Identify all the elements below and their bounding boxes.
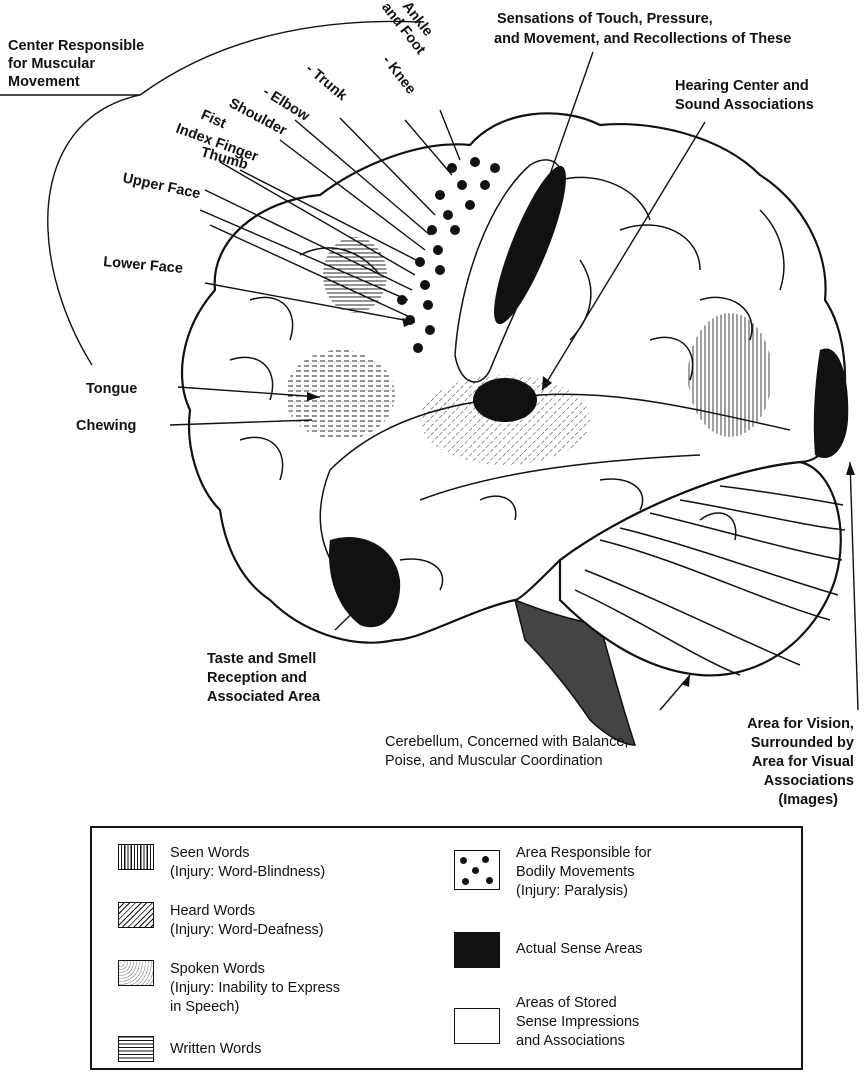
label-lower-face: Lower Face bbox=[103, 254, 184, 277]
legend-heard-words: Heard Words (Injury: Word-Deafness) bbox=[118, 902, 324, 940]
label-hearing: Hearing Center and Sound Associations bbox=[675, 78, 814, 113]
legend-heard-text: Heard Words (Injury: Word-Deafness) bbox=[170, 902, 324, 940]
legend-bodily-movements: Area Responsible for Bodily Movements (I… bbox=[454, 844, 651, 901]
hearing-sense-area bbox=[473, 378, 537, 422]
legend-seen-text: Seen Words (Injury: Word-Blindness) bbox=[170, 844, 325, 882]
written-words-swatch bbox=[118, 1036, 154, 1062]
heard-words-swatch bbox=[118, 902, 154, 928]
label-upper-face: Upper Face bbox=[121, 170, 202, 202]
label-cerebellum: Cerebellum, Concerned with Balance, Pois… bbox=[385, 734, 632, 769]
label-taste: Taste and Smell Reception and Associated… bbox=[207, 651, 321, 705]
legend-spoken-text: Spoken Words (Injury: Inability to Expre… bbox=[170, 960, 340, 1017]
label-ankle-foot: Ankle and Foot bbox=[378, 0, 442, 58]
legend-written-words: Written Words bbox=[118, 1036, 261, 1062]
legend-box: Seen Words (Injury: Word-Blindness) Hear… bbox=[90, 826, 803, 1070]
legend-bodily-text: Area Responsible for Bodily Movements (I… bbox=[516, 844, 651, 901]
actual-sense-swatch bbox=[454, 932, 500, 968]
spoken-words-swatch bbox=[118, 960, 154, 986]
seen-words-swatch bbox=[118, 844, 154, 870]
brain-diagram: Center Responsible for Muscular Movement… bbox=[0, 0, 864, 820]
legend-stored-impressions: Areas of Stored Sense Impressions and As… bbox=[454, 994, 639, 1051]
label-trunk: - Trunk bbox=[302, 61, 350, 105]
label-touch: Sensations of Touch, Pressure, and Movem… bbox=[494, 11, 791, 47]
label-tongue: Tongue bbox=[86, 381, 137, 397]
label-muscular-center: Center Responsible for Muscular Movement bbox=[8, 38, 148, 90]
legend-spoken-words: Spoken Words (Injury: Inability to Expre… bbox=[118, 960, 340, 1017]
legend-actual-text: Actual Sense Areas bbox=[516, 940, 643, 959]
legend-seen-words: Seen Words (Injury: Word-Blindness) bbox=[118, 844, 325, 882]
label-chewing: Chewing bbox=[76, 418, 136, 434]
seen-words-area bbox=[688, 313, 772, 437]
legend-actual-sense: Actual Sense Areas bbox=[454, 932, 643, 968]
label-knee: - Knee bbox=[379, 53, 419, 98]
legend-written-text: Written Words bbox=[170, 1040, 261, 1059]
label-vision: Area for Vision, Surrounded by Area for … bbox=[747, 716, 858, 808]
stored-impressions-swatch bbox=[454, 1008, 500, 1044]
legend-stored-text: Areas of Stored Sense Impressions and As… bbox=[516, 994, 639, 1051]
bodily-movements-swatch bbox=[454, 850, 500, 890]
